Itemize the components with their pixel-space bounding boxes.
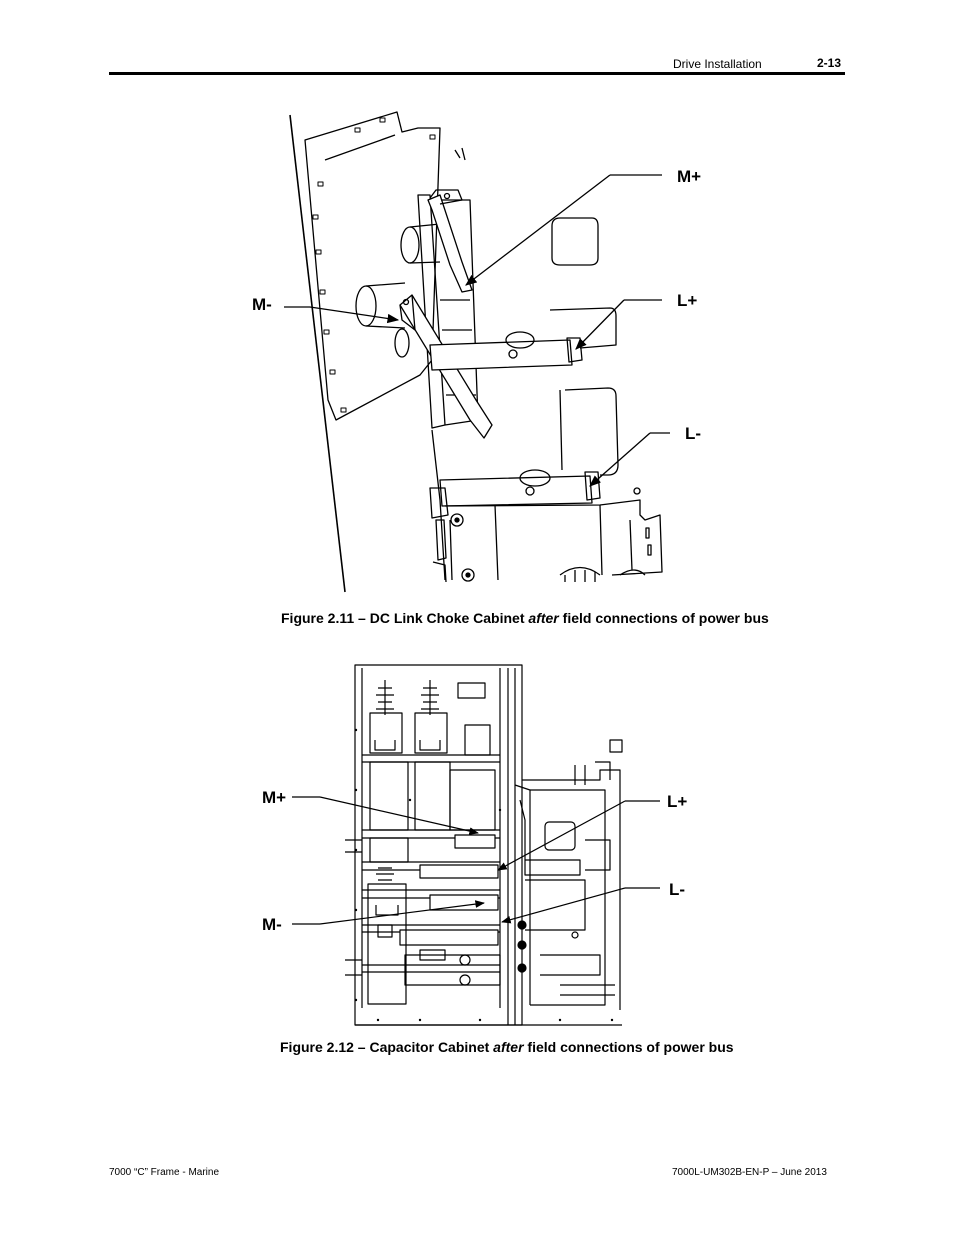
fig11-label-l-minus: L-	[685, 424, 701, 443]
figure-2-12-caption: Figure 2.12 – Capacitor Cabinet after fi…	[280, 1039, 734, 1055]
header-section-title: Drive Installation	[673, 57, 762, 71]
fig11-label-m-plus: M+	[677, 167, 701, 186]
caption-suffix: field connections of power bus	[523, 1039, 734, 1055]
footer-publication: 7000L-UM302B-EN-P – June 2013	[672, 1167, 827, 1178]
fig11-label-l-plus: L+	[677, 291, 697, 310]
footer-product: 7000 “C” Frame - Marine	[109, 1167, 220, 1178]
fig12-label-l-minus: L-	[669, 880, 685, 899]
caption-emphasis: after	[528, 610, 559, 626]
fig12-label-m-minus: M-	[262, 915, 282, 934]
figure-2-11-caption: Figure 2.11 – DC Link Choke Cabinet afte…	[281, 610, 769, 626]
fig12-label-l-plus: L+	[667, 792, 687, 811]
fig11-label-m-minus: M-	[252, 295, 272, 314]
caption-prefix: Figure 2.11 – DC Link Choke Cabinet	[281, 610, 529, 626]
caption-emphasis: after	[493, 1039, 524, 1055]
caption-suffix: field connections of power bus	[558, 610, 769, 626]
figure-2-11-drawing: M+ M- L+ L-	[252, 111, 701, 593]
header-page-number: 2-13	[817, 56, 842, 70]
figure-2-12-drawing: M+ M- L+ L-	[262, 664, 687, 1026]
caption-prefix: Figure 2.12 – Capacitor Cabinet	[280, 1039, 494, 1055]
header-rule	[109, 72, 845, 75]
fig12-label-m-plus: M+	[262, 788, 286, 807]
